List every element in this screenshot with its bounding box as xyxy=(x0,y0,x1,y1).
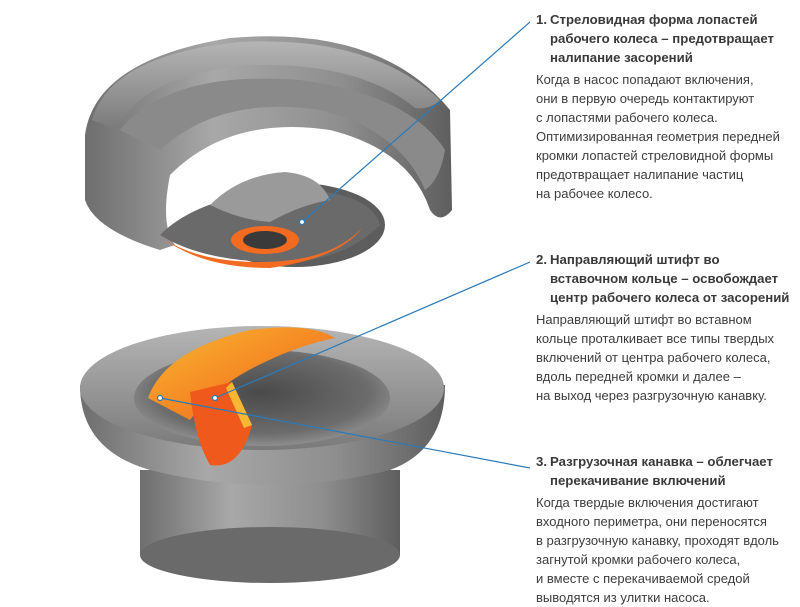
leader-line-1 xyxy=(301,21,530,223)
leader-dot-3 xyxy=(156,394,164,402)
callout-3: 3. Разгрузочная канавка – облегчает пере… xyxy=(536,452,794,607)
callout-3-number: 3. xyxy=(536,454,547,469)
callout-2-body: Направляющий штифт во вставном кольце пр… xyxy=(536,312,775,403)
callout-1-heading: 1. Стреловидная форма лопастей рабочего … xyxy=(536,10,794,67)
insert-ring xyxy=(80,326,445,583)
leader-dot-2 xyxy=(211,394,219,402)
callout-1-title: Стреловидная форма лопастей рабочего кол… xyxy=(550,12,774,65)
callout-3-heading: 3. Разгрузочная канавка – облегчает пере… xyxy=(536,452,794,490)
callout-3-body: Когда твердые включения достигают входно… xyxy=(536,495,779,605)
callout-3-title: Разгрузочная канавка – облегчает перекач… xyxy=(550,454,773,488)
pump-parts-illustration xyxy=(80,21,530,583)
leader-line-2 xyxy=(214,261,530,399)
impeller xyxy=(85,36,452,268)
callout-2-heading: 2. Направляющий штифт во вставочном коль… xyxy=(536,250,794,307)
callout-2: 2. Направляющий штифт во вставочном коль… xyxy=(536,250,794,405)
callout-1-body: Когда в насос попадают включения, они в … xyxy=(536,72,780,201)
callout-2-number: 2. xyxy=(536,252,547,267)
callout-2-title: Направляющий штифт во вставочном кольце … xyxy=(550,252,790,305)
callout-1-number: 1. xyxy=(536,12,547,27)
callout-1: 1. Стреловидная форма лопастей рабочего … xyxy=(536,10,794,203)
leader-dot-1 xyxy=(298,218,306,226)
leader-line-3 xyxy=(159,397,530,469)
leader-lines xyxy=(156,21,530,469)
